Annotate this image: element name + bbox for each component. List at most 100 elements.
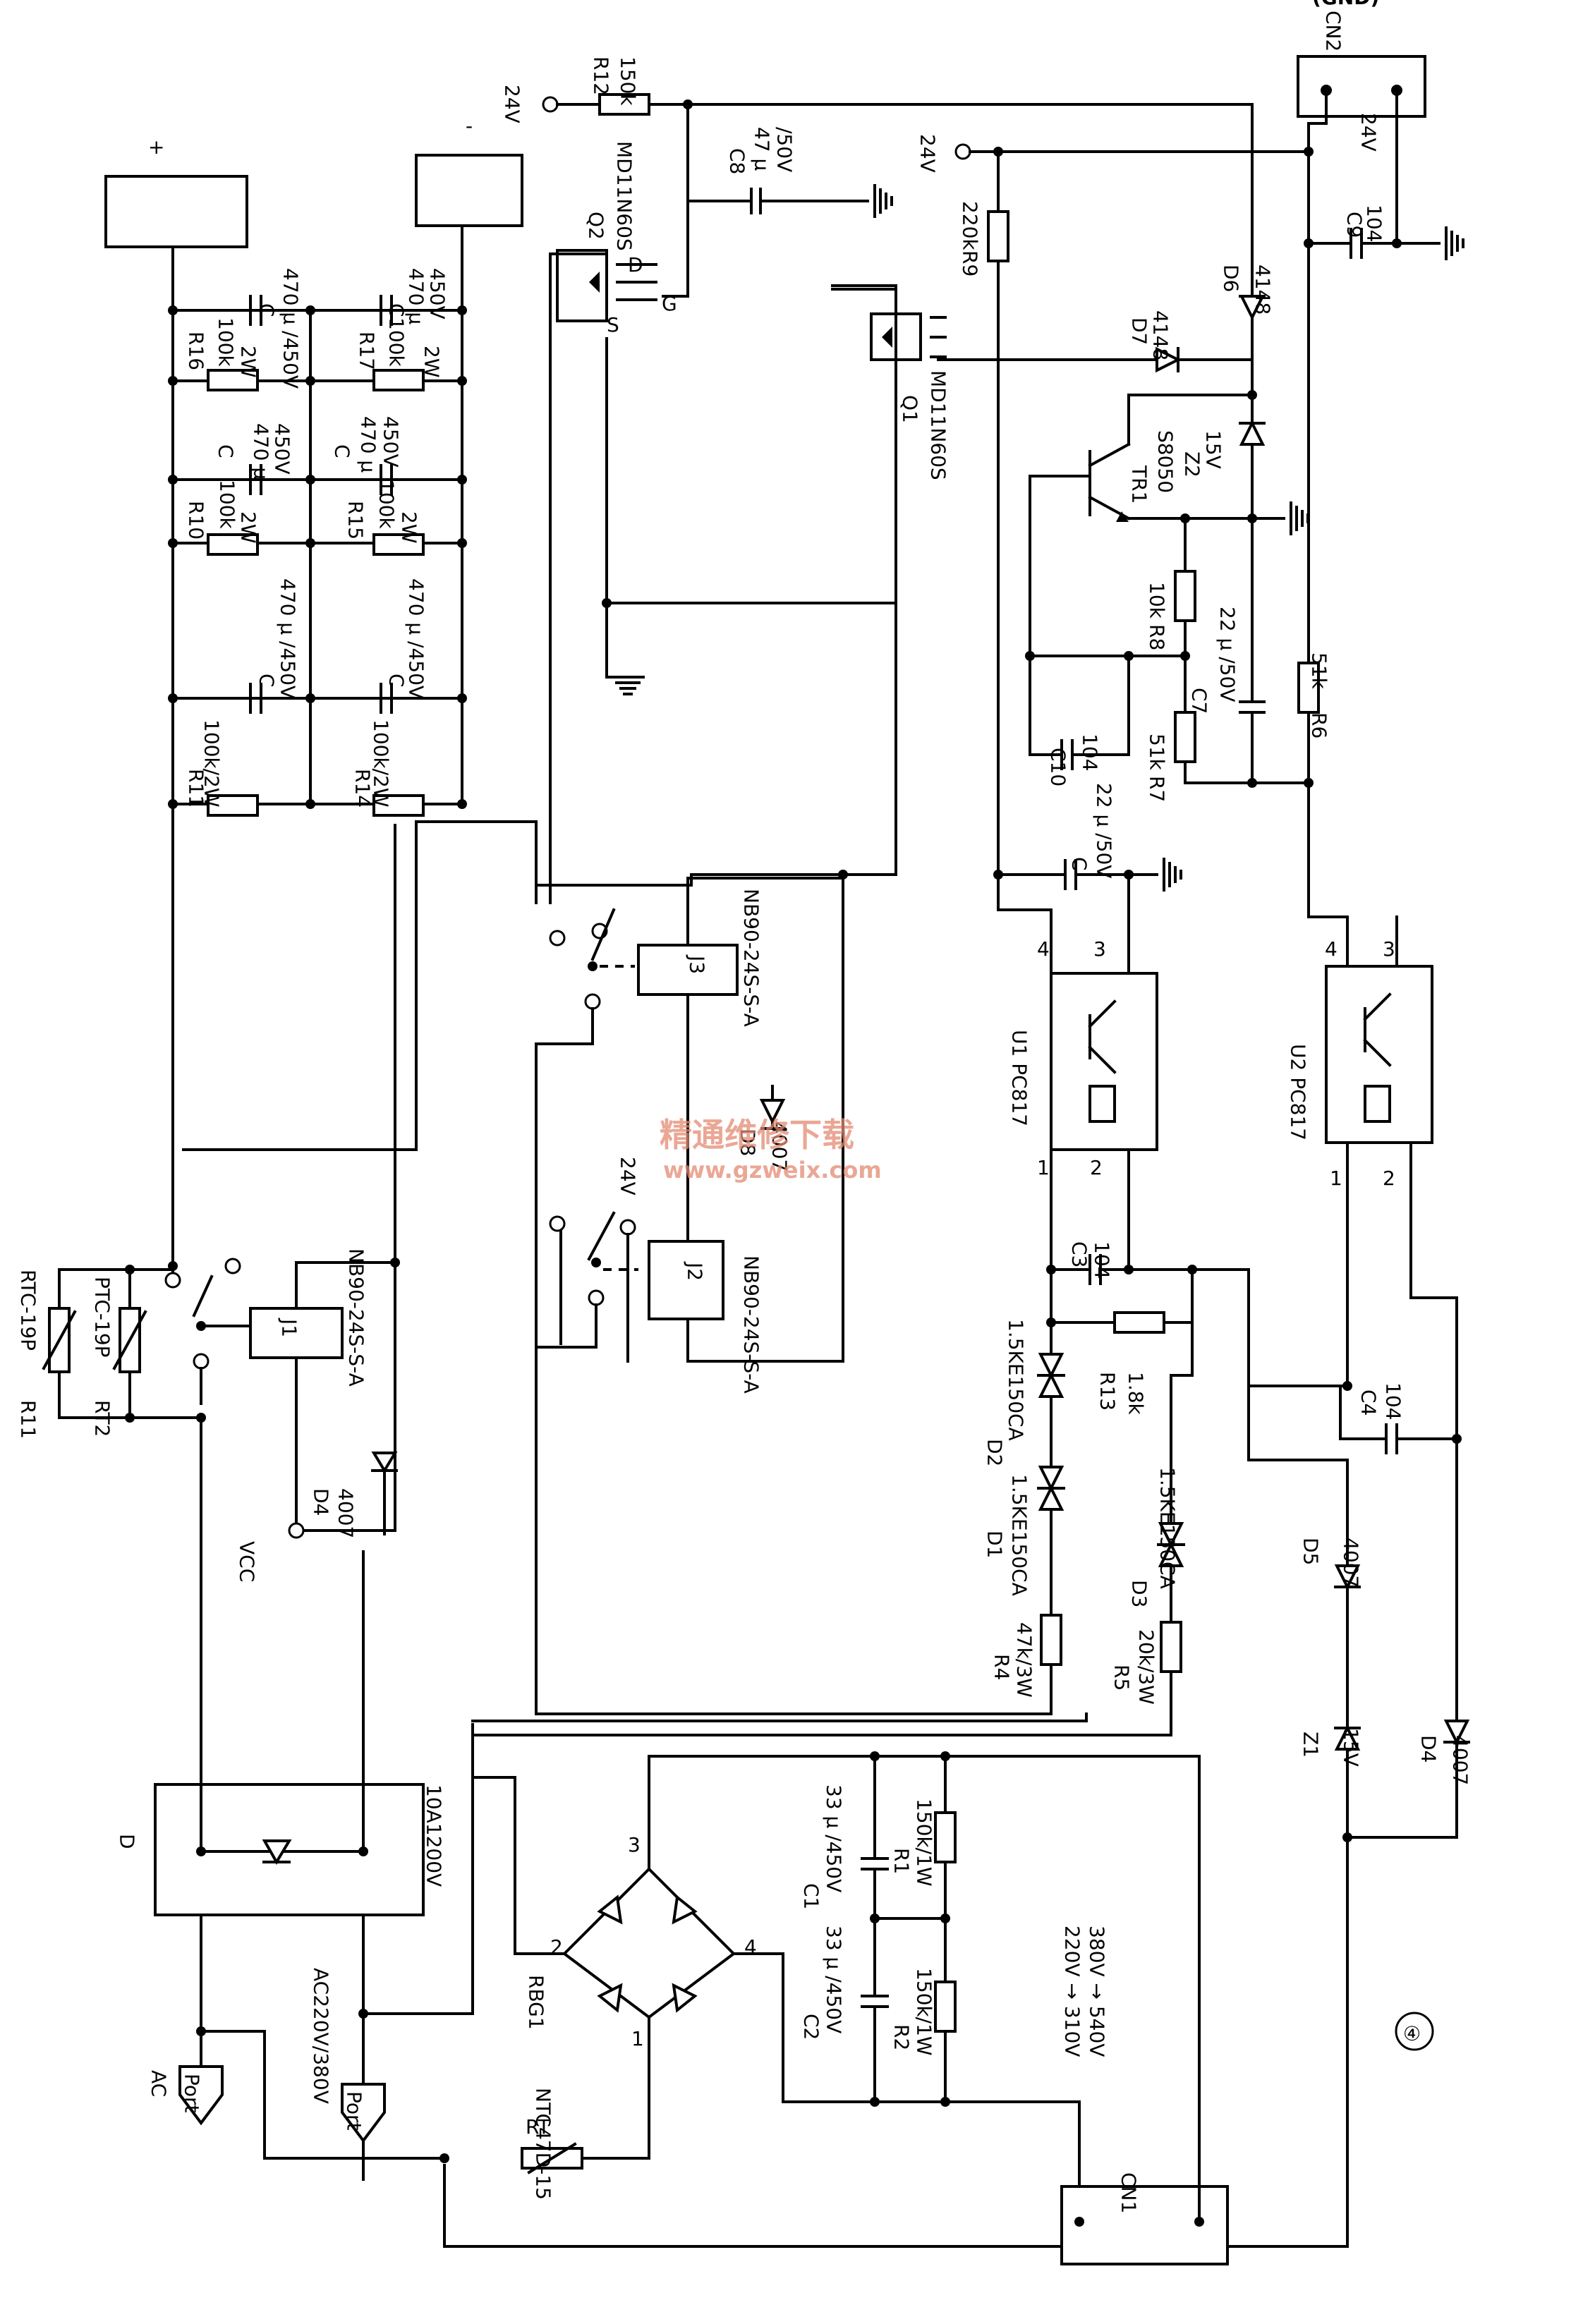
- u2-pin3: 3: [1383, 937, 1395, 961]
- z2-label: Z2: [1181, 451, 1204, 477]
- d6-value: 4148: [1251, 264, 1275, 315]
- plus-terminal-box: [104, 175, 248, 248]
- d4l-label: D4: [310, 1488, 333, 1516]
- j3-label: J3: [686, 954, 709, 974]
- r14-label: R14: [351, 769, 375, 808]
- v24-j2-label: 24V: [617, 1157, 640, 1196]
- q2-pin-g: G: [662, 292, 677, 315]
- r16-watt: 2W: [237, 346, 260, 378]
- c1-label: C1: [800, 1883, 823, 1909]
- port-label-1: Port: [181, 2074, 204, 2113]
- d2-label: D2: [983, 1439, 1007, 1466]
- c4-value: 104: [1382, 1382, 1405, 1420]
- r17-value: 100k: [385, 317, 408, 367]
- rbg1-p2: 2: [550, 1935, 563, 1959]
- c-top-left-label: C: [255, 303, 279, 317]
- c3-value: 104: [1091, 1241, 1114, 1279]
- watermark-cn: 精通维修下载: [660, 1116, 854, 1154]
- r10-watt: 2W: [237, 511, 260, 544]
- r8-value: 10k: [1146, 582, 1169, 619]
- u2-pin1: 1: [1330, 1167, 1342, 1190]
- control-section: 24V CN2 24V C9 104 R9 220k D6 4148: [916, 11, 1464, 1440]
- d1-label: D1: [983, 1531, 1007, 1558]
- d2-value: 1.5KE150CA: [1005, 1319, 1028, 1441]
- capacitor-bank: + - R16: [104, 114, 523, 1282]
- r17-watt: 2W: [420, 346, 444, 378]
- relay-section: J3 NB90-24S-S-A D8 4007 24V J2 NB90-24S-…: [17, 602, 844, 1786]
- minus-label: -: [466, 114, 473, 138]
- c8-value1: 47 μ: [751, 127, 774, 171]
- rt-part: NTC47D-15: [532, 2088, 555, 2200]
- c7-label: C7: [1188, 688, 1211, 714]
- q1-part: MD11N60S: [927, 370, 950, 480]
- u1-pin1: 1: [1037, 1156, 1050, 1179]
- r12-value: 150k: [617, 56, 640, 106]
- d3-value: 1.5KE150CA: [1156, 1467, 1179, 1589]
- cn1-label: CN1: [1117, 2172, 1141, 2213]
- c-low-left-value: 470 μ /450V: [277, 578, 300, 699]
- q1-label: Q1: [899, 395, 922, 423]
- z2-value: 15V: [1202, 430, 1225, 469]
- r11rt-label: R11: [17, 1400, 40, 1439]
- c10-value: 104: [1079, 734, 1102, 771]
- r13-label: R13: [1096, 1372, 1120, 1411]
- watermark-url: www.gzweix.com: [663, 1157, 882, 1184]
- ac-port[interactable]: [178, 2065, 224, 2126]
- c3-label: C3: [1068, 1241, 1091, 1267]
- plus-label: +: [148, 135, 164, 159]
- q2-label: Q2: [585, 212, 608, 240]
- r4-value: 47k/3W: [1013, 1622, 1036, 1698]
- vcc-label: VCC: [236, 1541, 259, 1582]
- r6-value: 51k: [1308, 652, 1331, 690]
- minus-terminal-box: [415, 154, 523, 227]
- c-mid-right-label: C: [331, 444, 354, 458]
- c2-label: C2: [800, 2014, 823, 2040]
- j1-label: J1: [278, 1318, 301, 1337]
- r16-value: 100k: [214, 317, 238, 367]
- q1-section: Q1 MD11N60S: [182, 288, 1158, 1151]
- j3-part: NB90-24S-S-A: [740, 889, 763, 1027]
- r2-value: 150k/1W: [913, 1968, 936, 2056]
- z1-value: 15V: [1340, 1728, 1363, 1767]
- ac-in-port[interactable]: [341, 2083, 386, 2143]
- d4r-value: 4007: [1449, 1735, 1472, 1785]
- r15-label: R15: [344, 501, 368, 540]
- port-label-2: Port: [343, 2091, 366, 2131]
- input-section: D 10A1200V Port AC Port AC220V/380V RT N…: [116, 1550, 1434, 2265]
- rt2-part: PTC-19P: [91, 1277, 114, 1358]
- rt2-label: RT2: [91, 1400, 114, 1437]
- d8-label: D8: [736, 1128, 760, 1156]
- u1-pin4: 4: [1037, 937, 1050, 961]
- dbridge-value: 10A1200V: [423, 1784, 446, 1887]
- v24-cn2-label: 24V: [1357, 113, 1381, 152]
- r12-label: R12: [590, 56, 613, 95]
- r15-watt: 2W: [398, 511, 421, 544]
- c-top-right-label: C: [385, 303, 408, 317]
- r1-value: 150k/1W: [913, 1799, 936, 1887]
- header-partial-text: (GND): [1312, 0, 1379, 9]
- c-top-right-value1: 470 μ: [405, 268, 428, 324]
- tr1-label: TR1: [1128, 465, 1151, 504]
- j2-label: J2: [684, 1261, 707, 1281]
- c7-value: 22 μ /50V: [1216, 607, 1239, 702]
- r14-value: 100k/2W: [370, 719, 393, 808]
- r17-label: R17: [356, 331, 379, 370]
- c-low-right-label: C: [385, 674, 408, 688]
- r8-label: R8: [1146, 624, 1169, 650]
- c-mid-right-value2: 450V: [380, 416, 403, 468]
- c9-label: C9: [1343, 212, 1366, 238]
- u1-label: U1 PC817: [1008, 1030, 1031, 1126]
- c-top-right-value2: 450V: [426, 268, 449, 320]
- r2-label: R2: [890, 2024, 914, 2050]
- q2-part: MD11N60S: [613, 141, 636, 251]
- rbg1-p1: 1: [631, 2027, 644, 2050]
- c-top-left-value: 470 μ /450V: [279, 268, 303, 389]
- c-mid-right-value1: 470 μ: [357, 416, 380, 473]
- c-low-left-label: C: [255, 674, 279, 688]
- r13-value: 1.8k: [1124, 1372, 1148, 1416]
- d4r-label: D4: [1417, 1735, 1441, 1763]
- r10-label: R10: [185, 501, 208, 540]
- r9-label: R9: [959, 250, 982, 276]
- cn2-label: CN2: [1322, 11, 1345, 51]
